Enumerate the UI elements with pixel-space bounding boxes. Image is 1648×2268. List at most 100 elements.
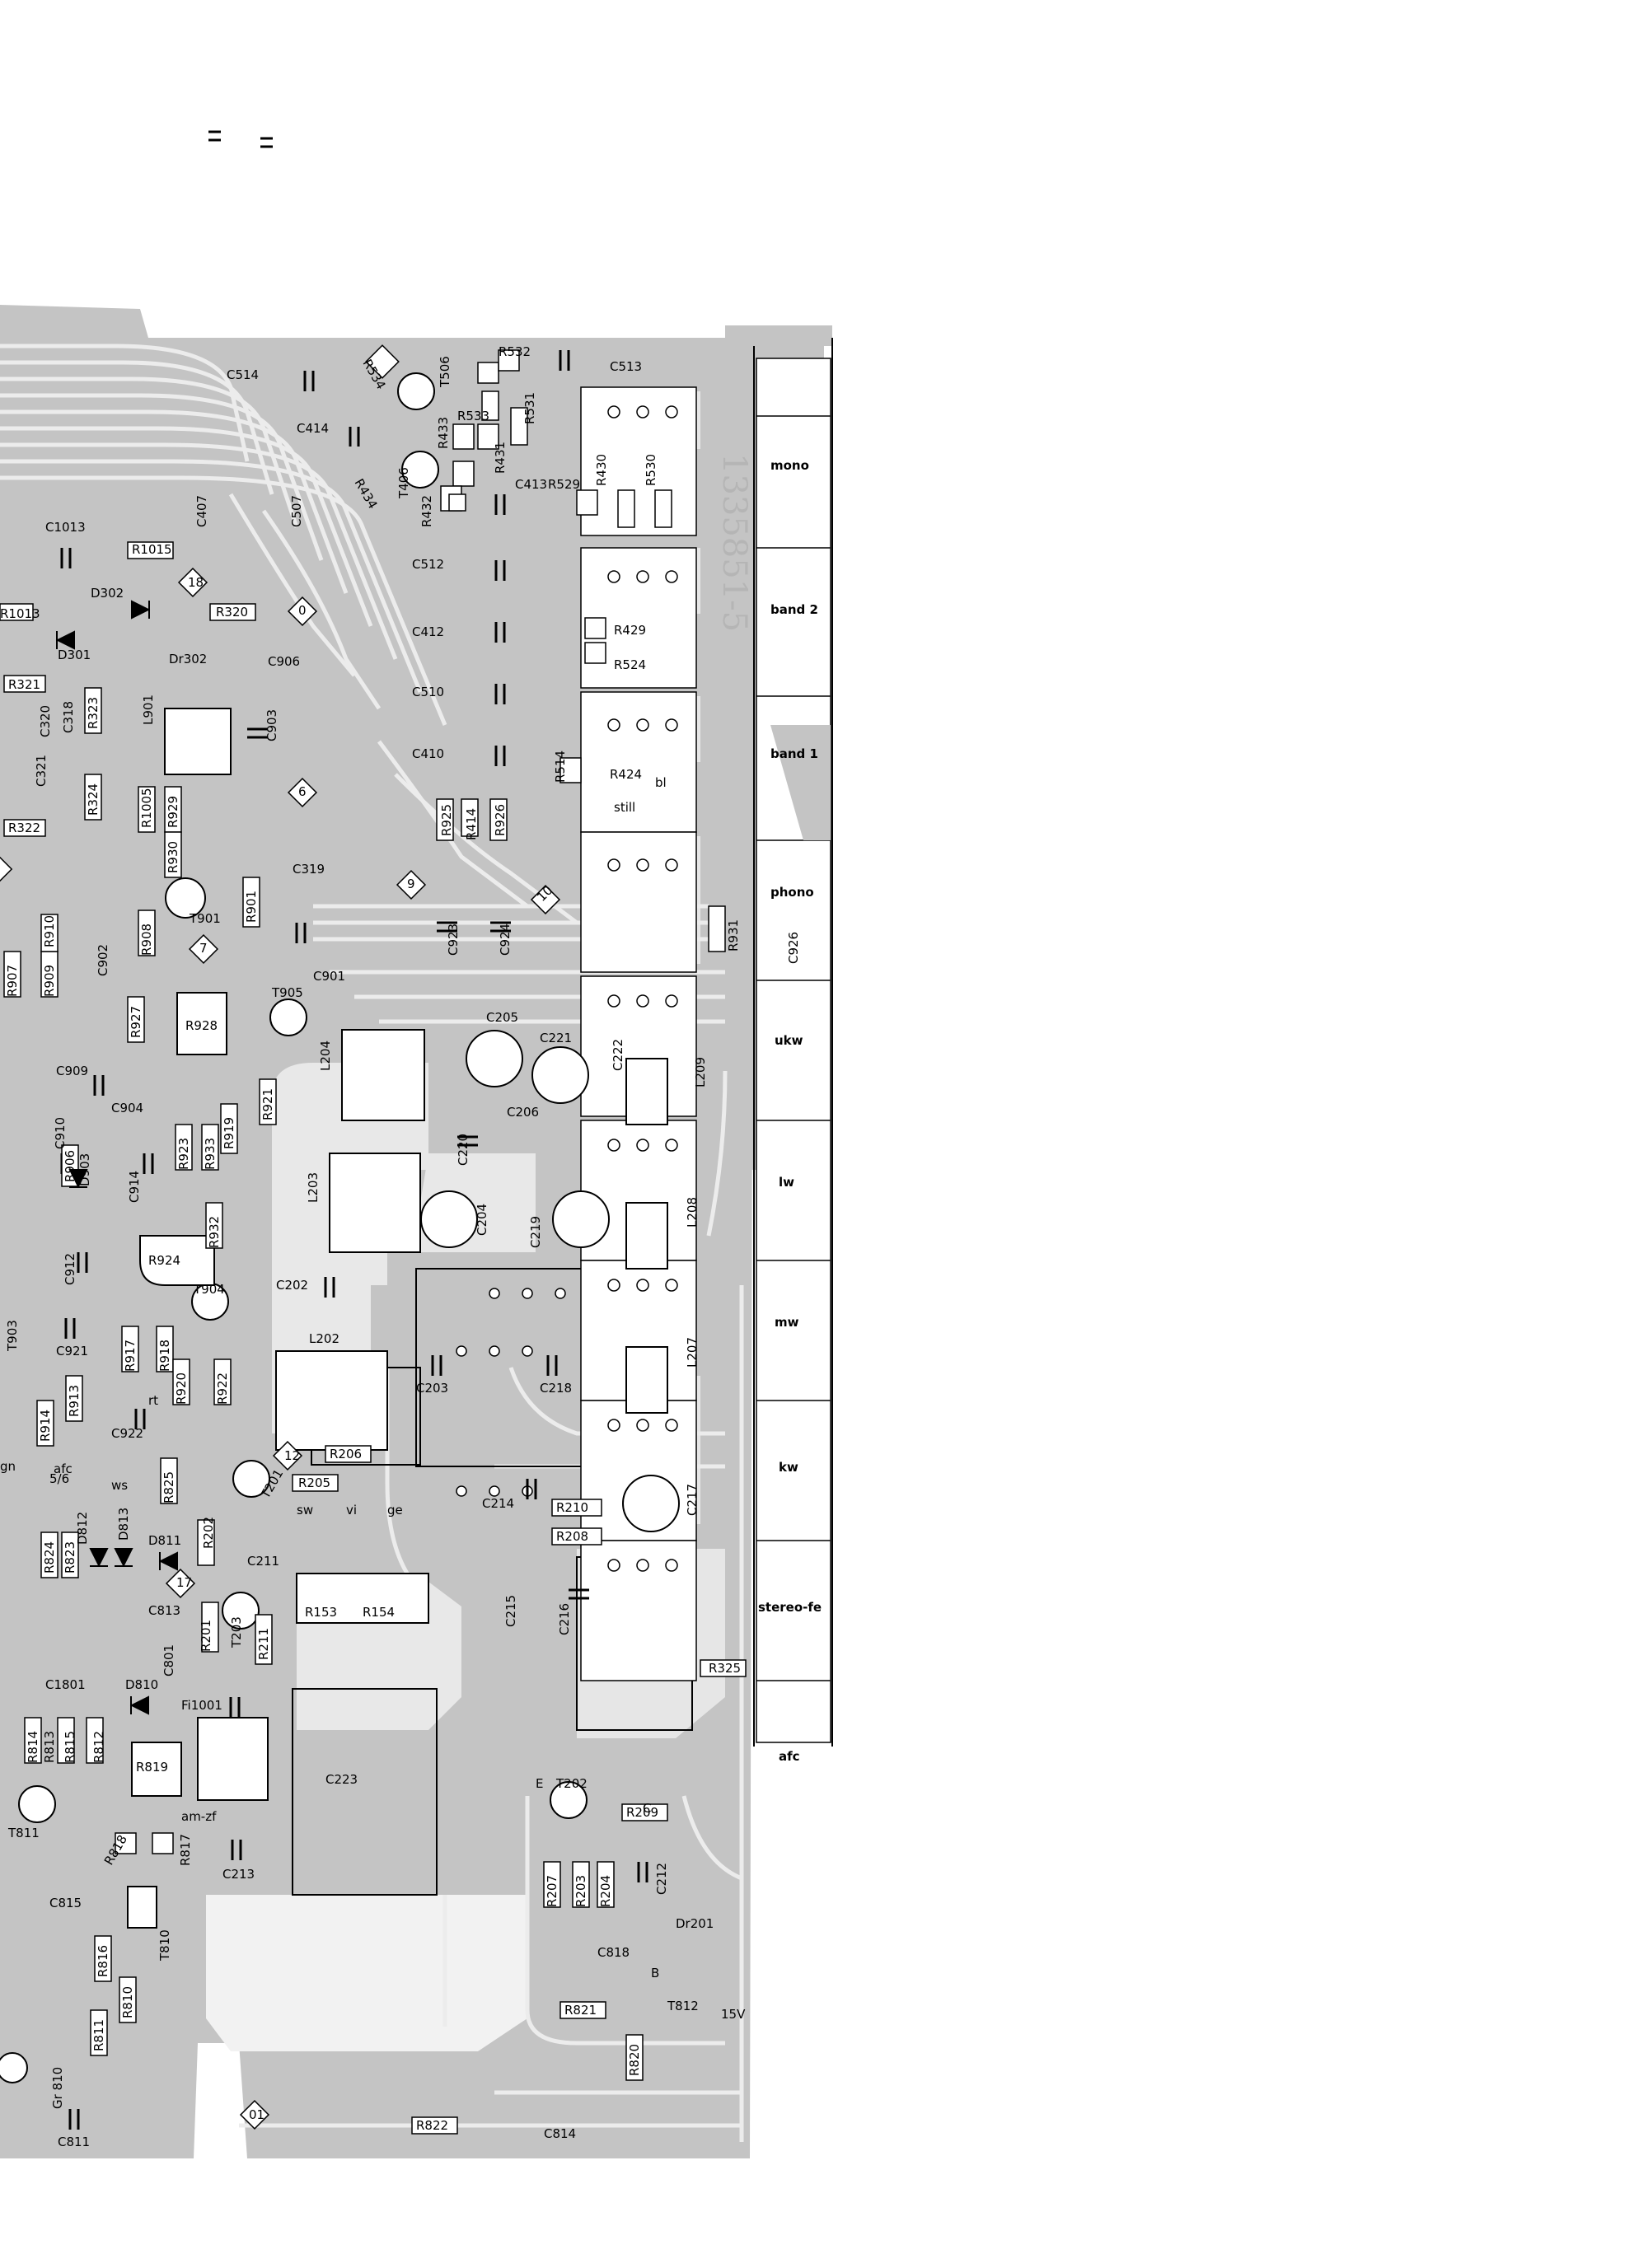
transistor-t202-icon [550, 1781, 588, 1819]
label-t203: T203 [229, 1616, 244, 1648]
transistor-t810-icon [127, 1886, 157, 1929]
selector-label-mono: mono [770, 458, 809, 473]
label-c910: C910 [53, 1117, 68, 1149]
label-c801: C801 [162, 1644, 176, 1676]
label-r210: R210 [556, 1500, 588, 1515]
label-dr302: Dr302 [169, 652, 207, 666]
label-r202: R202 [201, 1517, 216, 1549]
label-r432: R432 [419, 495, 434, 527]
label-dr201: Dr201 [676, 1916, 714, 1931]
label-0: 0 [298, 603, 307, 618]
label-r813: R813 [42, 1731, 57, 1763]
pcb-outline [292, 338, 833, 1896]
label-c413: C413 [515, 477, 547, 492]
label-r825: R825 [162, 1471, 176, 1503]
label-e: E [536, 1776, 543, 1791]
selector-label-band-2: band 2 [770, 602, 818, 617]
label-c818: C818 [597, 1945, 630, 1960]
filter-fi1001-icon [197, 1717, 269, 1801]
label-d811: D811 [148, 1533, 181, 1548]
label-r923: R923 [176, 1138, 191, 1170]
label-r431: R431 [493, 442, 508, 474]
selector-label-mw: mw [775, 1315, 799, 1330]
label-r207: R207 [545, 1875, 559, 1907]
label-r325: R325 [709, 1661, 741, 1676]
selector-label-kw: kw [779, 1460, 798, 1475]
resistor-r819-icon [131, 1742, 182, 1797]
label-r429: R429 [614, 623, 646, 638]
label-l208: L208 [685, 1197, 700, 1228]
label-c926: C926 [786, 932, 801, 964]
label-d812: D812 [75, 1512, 90, 1545]
label-r922: R922 [215, 1372, 230, 1405]
label-c914: C914 [127, 1171, 142, 1203]
label-c923: C923 [446, 924, 461, 956]
label-01: 01 [249, 2107, 265, 2122]
label-c320: C320 [38, 705, 53, 737]
label-r910: R910 [42, 915, 57, 947]
label-r811: R811 [91, 2019, 106, 2051]
label-r814: R814 [26, 1731, 40, 1763]
label-6: 6 [298, 784, 307, 799]
label-r203: R203 [574, 1875, 588, 1907]
label-r321: R321 [8, 677, 40, 692]
label-rt: rt [148, 1393, 158, 1408]
transistor-t901-icon [165, 877, 206, 919]
label-r322: R322 [8, 821, 40, 835]
label-c903: C903 [265, 709, 279, 741]
label-c: C [643, 1801, 651, 1816]
label-c218: C218 [540, 1381, 572, 1396]
label-c321: C321 [34, 755, 49, 787]
label-c1801: C1801 [45, 1677, 86, 1692]
label-r430: R430 [594, 454, 609, 486]
selector-label-phono: phono [770, 885, 814, 900]
label-r154: R154 [363, 1605, 395, 1620]
label-r1005: R1005 [139, 788, 154, 828]
label-c510: C510 [412, 685, 444, 699]
coil-l207-icon [625, 1346, 668, 1414]
label-ge: ge [387, 1503, 403, 1517]
label-r530: R530 [644, 454, 658, 486]
trimmer-c217-icon [622, 1475, 680, 1532]
coil-l202-icon [275, 1350, 388, 1451]
label-c901: C901 [313, 969, 345, 984]
label-r917: R917 [123, 1340, 138, 1372]
label-r209: R209 [626, 1805, 658, 1820]
label-t905: T905 [271, 985, 303, 1000]
label-b: B [651, 1966, 659, 1980]
label-c514: C514 [227, 367, 259, 382]
rectifier-gr810-icon [0, 2052, 28, 2083]
label-r424: R424 [610, 767, 642, 782]
label-c414: C414 [297, 421, 329, 436]
label-t810: T810 [157, 1929, 172, 1962]
label-c219: C219 [528, 1216, 543, 1248]
label-l202: L202 [309, 1331, 339, 1346]
label-r929: R929 [166, 796, 180, 828]
label-c410: C410 [412, 746, 444, 761]
transistor-t905-icon [269, 998, 307, 1036]
label-12: 12 [284, 1448, 300, 1463]
label-c205: C205 [486, 1010, 518, 1025]
label-c204: C204 [475, 1204, 489, 1236]
label-17: 17 [176, 1575, 192, 1590]
label-r816: R816 [96, 1945, 110, 1977]
label-l203: L203 [306, 1172, 321, 1203]
potentiometer-r153-r154-icon [296, 1573, 429, 1624]
label-c211: C211 [247, 1554, 279, 1569]
label-r901: R901 [244, 891, 259, 923]
label-c318: C318 [61, 701, 76, 733]
label-c206: C206 [507, 1105, 539, 1120]
solder-pads [340, 405, 678, 1572]
label-c922: C922 [111, 1426, 143, 1441]
label-c921: C921 [56, 1344, 88, 1358]
label-c912: C912 [63, 1253, 77, 1285]
label-c507: C507 [289, 495, 304, 527]
coil-l204-icon [341, 1029, 425, 1121]
label-c216: C216 [557, 1603, 572, 1635]
label-c909: C909 [56, 1064, 88, 1078]
label-t811: T811 [7, 1826, 40, 1840]
label-r201: R201 [199, 1620, 213, 1652]
label-r205: R205 [298, 1475, 330, 1490]
label-r529: R529 [548, 477, 580, 492]
